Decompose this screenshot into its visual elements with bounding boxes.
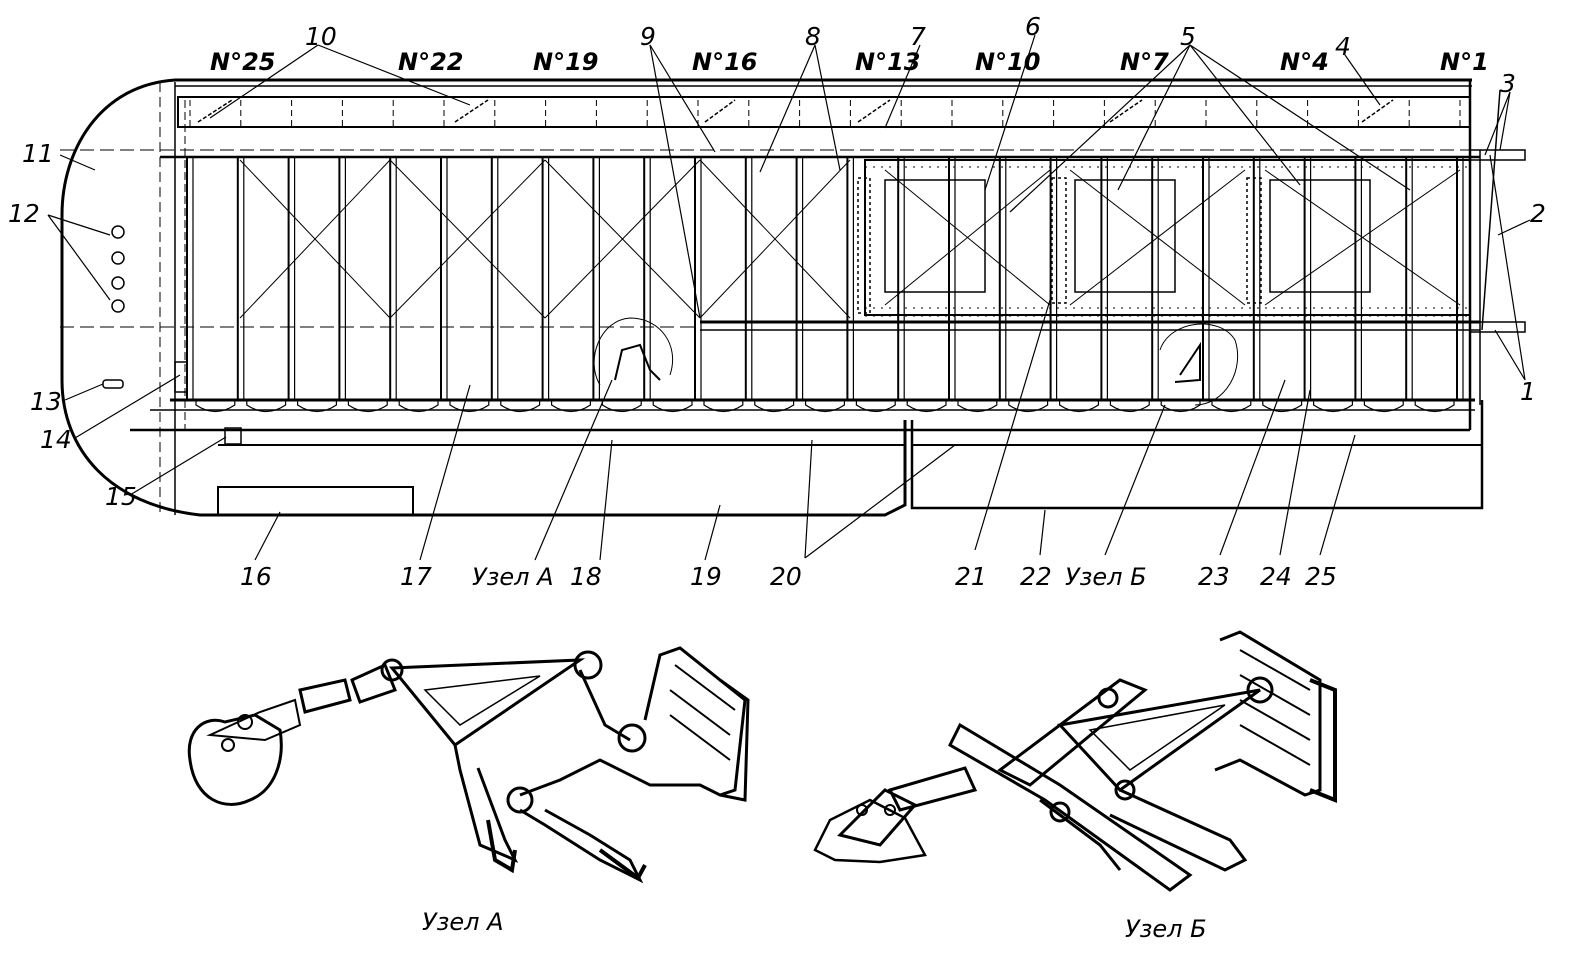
flap-right — [910, 400, 1484, 510]
rib-label-1: N°1 — [1440, 48, 1489, 76]
leader-lines — [47, 34, 1531, 561]
rib-scallops — [195, 400, 1455, 413]
brace — [239, 159, 391, 319]
riveted-box-section — [857, 159, 1471, 317]
rib-label-25: N°25 — [210, 48, 275, 76]
callout-5: 5 — [1180, 22, 1196, 51]
scallop — [551, 400, 591, 413]
brace — [699, 159, 851, 319]
wing-ribs — [186, 100, 1464, 400]
brace — [389, 159, 546, 319]
callout-14: 14 — [40, 425, 72, 454]
brace — [544, 159, 701, 319]
callout-22: 22 — [1020, 562, 1052, 591]
callout-19: 19 — [690, 562, 722, 591]
callout-8: 8 — [805, 22, 821, 51]
brace — [1069, 169, 1246, 306]
scallop — [805, 400, 845, 413]
rib-label-22: N°22 — [398, 48, 463, 76]
callout-18: 18 — [570, 562, 602, 591]
tip-lights — [102, 225, 242, 445]
scallop — [398, 400, 439, 413]
detail-b-caption: Узел Б — [1125, 915, 1207, 943]
scallop — [754, 400, 795, 413]
node-a-circle — [593, 317, 674, 386]
scallop — [601, 400, 642, 413]
callout-6: 6 — [1025, 12, 1041, 41]
scallop — [297, 400, 337, 413]
node-b-circle — [1159, 323, 1239, 406]
callout-15: 15 — [105, 482, 137, 511]
scallop — [1008, 400, 1049, 413]
detail-node-a — [187, 646, 750, 884]
callout-11: 11 — [22, 139, 54, 168]
node-b-label: Узел Б — [1065, 563, 1147, 591]
scallop — [1109, 400, 1150, 413]
scallop — [703, 400, 744, 413]
callout-25: 25 — [1305, 562, 1337, 591]
scallop — [1363, 400, 1404, 413]
callout-10: 10 — [305, 22, 337, 51]
callout-4: 4 — [1335, 32, 1351, 61]
detail-a-caption: Узел А — [422, 908, 504, 936]
node-a-label: Узел А — [472, 563, 554, 591]
wing-outline — [60, 78, 1500, 517]
callout-2: 2 — [1530, 199, 1546, 228]
node-labels: Узел А Узел Б Узел А Узел Б — [422, 563, 1207, 943]
callout-3: 3 — [1500, 69, 1516, 98]
scallop — [449, 400, 490, 413]
scallop — [957, 400, 998, 413]
scallop — [347, 400, 388, 413]
aileron-left — [217, 444, 905, 516]
root-fittings — [1469, 89, 1526, 333]
rib-label-13: N°13 — [855, 48, 920, 76]
brace — [884, 169, 1051, 306]
scallop — [1211, 400, 1252, 413]
scallop — [1313, 400, 1353, 413]
rib-label-16: N°16 — [692, 48, 757, 76]
callout-13: 13 — [30, 387, 62, 416]
callout-24: 24 — [1260, 562, 1292, 591]
callout-1: 1 — [1520, 377, 1536, 406]
rib-label-19: N°19 — [533, 48, 598, 76]
scallop — [906, 400, 947, 413]
brace — [1264, 169, 1461, 306]
callout-9: 9 — [640, 22, 656, 51]
rib-label-10: N°10 — [975, 48, 1040, 76]
scallop — [246, 400, 287, 413]
callout-numbers: 1 2 3 4 5 6 7 8 9 10 11 12 13 14 15 16 1… — [8, 12, 1546, 591]
scallop — [195, 400, 236, 413]
detail-node-b — [813, 630, 1337, 892]
callout-20: 20 — [770, 562, 802, 591]
scallop — [500, 400, 541, 413]
rib-label-7: N°7 — [1120, 48, 1169, 76]
callout-16: 16 — [240, 562, 272, 591]
scallop — [652, 400, 693, 413]
scallop — [1414, 400, 1455, 413]
callout-21: 21 — [955, 562, 987, 591]
callout-23: 23 — [1198, 562, 1230, 591]
callout-12: 12 — [8, 199, 40, 228]
rib-label-4: N°4 — [1280, 48, 1329, 76]
scallop — [855, 400, 896, 413]
callout-7: 7 — [910, 22, 926, 51]
top-fittings — [197, 99, 1394, 123]
callout-17: 17 — [400, 562, 432, 591]
wing-bracing — [239, 159, 1461, 319]
scallop — [1059, 400, 1099, 413]
scallop — [1262, 400, 1303, 413]
rib-station-labels: N°25 N°22 N°19 N°16 N°13 N°10 N°7 N°4 N°… — [210, 48, 1489, 76]
